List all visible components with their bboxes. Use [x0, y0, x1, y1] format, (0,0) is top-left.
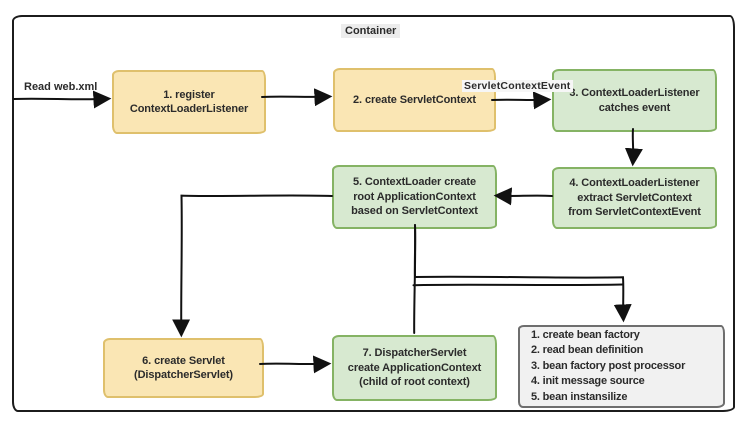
box-text-line: catches event: [598, 101, 671, 114]
bean-init-steps-box: 1. create bean factory 2. read bean defi…: [518, 325, 725, 408]
container-title: Container: [341, 24, 401, 38]
box-contextloader-create-root-context: 5. ContextLoader create root Application…: [332, 165, 497, 229]
box-create-servletcontext: 2. create ServletContext: [333, 68, 496, 132]
bean-step-item: 2. read bean definition: [531, 344, 644, 357]
box-text-line: 6. create Servlet: [142, 354, 225, 367]
box-text-line: 2. create ServletContext: [353, 93, 476, 106]
bean-step-item: 1. create bean factory: [531, 328, 640, 341]
box-text-line: extract ServletContext: [577, 191, 692, 204]
box-listener-extract-servletcontext: 4. ContextLoaderListener extract Servlet…: [552, 167, 717, 229]
box-text-line: 3. ContextLoaderListener: [569, 87, 700, 99]
read-webxml-label: Read web.xml: [24, 81, 98, 93]
box-dispatcherservlet-create-context: 7. DispatcherServlet create ApplicationC…: [332, 335, 497, 401]
box-text-line: 4. ContextLoaderListener: [569, 177, 700, 190]
box-text-line: (DispatcherServlet): [134, 369, 233, 381]
box-register-contextloaderlistener: 1. register ContextLoaderListener: [112, 70, 266, 134]
box-text-line: 1. register: [163, 88, 215, 101]
box-text-line: 7. DispatcherServlet: [362, 347, 467, 360]
box-text-line: 5. ContextLoader create: [352, 176, 477, 189]
box-create-servlet: 6. create Servlet (DispatcherServlet): [103, 338, 264, 398]
box-text-line: from ServletContextEvent: [568, 206, 701, 219]
box-text-line: based on ServletContext: [351, 205, 478, 218]
bean-step-item: 5. bean instansilize: [531, 390, 628, 403]
box-text-line: (child of root context): [359, 376, 470, 389]
box-text-line: root ApplicationContext: [353, 190, 476, 203]
box-text-line: create ApplicationContext: [347, 361, 482, 374]
servletcontextevent-label: ServletContextEvent: [462, 80, 573, 92]
bean-step-item: 3. bean factory post processor: [531, 359, 686, 372]
bean-step-item: 4. init message source: [531, 375, 645, 388]
box-text-line: ContextLoaderListener: [129, 103, 249, 115]
box-listener-catches-event: 3. ContextLoaderListener catches event: [552, 69, 717, 132]
container-frame: [12, 15, 735, 412]
